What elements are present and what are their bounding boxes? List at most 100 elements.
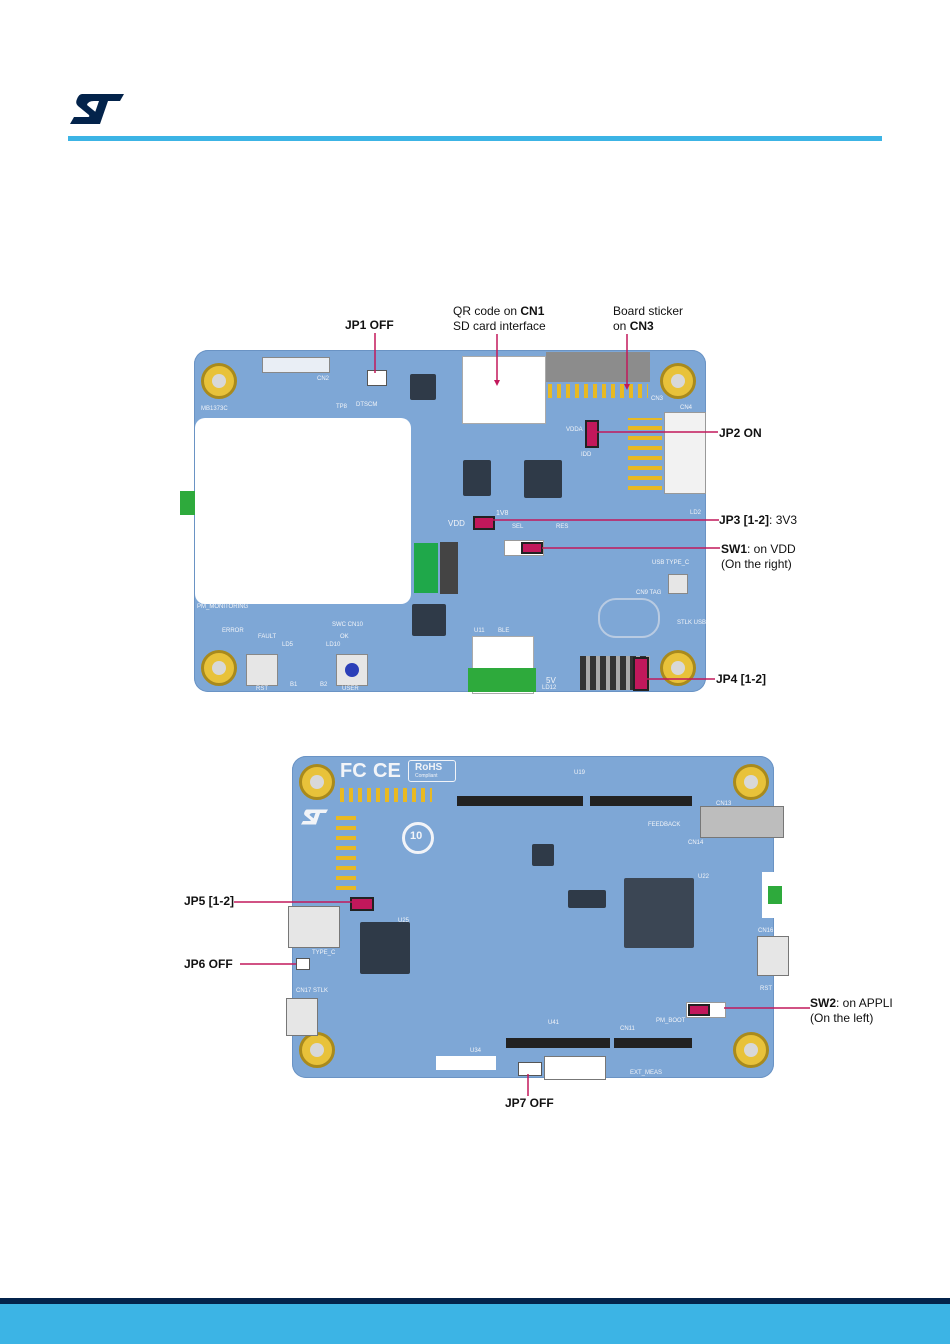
silk-ce: CE [373,760,401,782]
bottom-hole-br [733,1032,769,1068]
silk-res: RES [556,524,569,530]
callout-jp5: JP5 [1-2] [184,894,235,908]
bottom-chip-u22 [624,878,694,948]
silk-cn10: SWC CN10 [332,622,364,628]
bottom-header-bottom-1 [506,1038,610,1048]
silk-cn11: CN11 [620,1026,635,1032]
jp6-header [296,958,310,970]
bottom-white-label [436,1056,496,1070]
top-user-button [336,654,368,686]
silk-u19: U19 [574,770,586,776]
bottom-cn13-connector [700,806,784,838]
silk-u41: U41 [548,1020,560,1026]
top-hole-br [660,650,696,686]
silk-cn16: CN16 [758,928,774,934]
top-stlk-connector [668,574,688,594]
silk-tp8: TP8 [336,404,348,410]
bottom-header-top-2 [590,796,692,806]
top-chip-u1 [410,374,436,400]
silk-vdd: VDD [448,519,465,528]
leader-jp7 [527,1074,529,1096]
rohs-badge: RoHS Compliant [408,760,456,782]
top-board-lcd-area [195,418,411,604]
bottom-hole-bl [299,1032,335,1068]
silk-pm-boot: PM_BOOT [656,1018,686,1024]
bottom-st-logo [300,808,330,831]
silk-compliant: Compliant [415,773,438,779]
silk-b2: B2 [320,682,328,688]
silk-ld2: LD2 [690,510,702,516]
silk-error: ERROR [222,628,244,634]
header-divider [68,136,882,141]
bottom-cn16-connector [757,936,789,976]
silk-ld12: LD12 [542,685,557,691]
sw2-switch [686,1002,726,1018]
bottom-cn17-connector [286,998,318,1036]
jp2-jumper [585,420,599,448]
top-cn3-header [546,352,650,382]
silk-5v: 5V [546,676,556,685]
silk-rst: RST [760,986,772,992]
leader-sticker [624,334,630,390]
callout-jp6: JP6 OFF [184,957,233,971]
silk-rst: RST [256,686,268,692]
silk-cn9-tag: CN9 TAG [636,590,662,596]
callout-jp3: JP3 [1-2]: 3V3 [719,513,798,527]
silk-cn2: CN2 [317,376,330,382]
callout-jp1: JP1 OFF [345,318,394,332]
silk-idd: IDD [581,452,592,458]
silk-cn3: CN3 [651,396,664,402]
silk-pm-monitoring: PM_MONITORING [197,604,249,610]
leader-qr [494,334,500,386]
leader-jp1 [374,333,376,373]
bottom-header-bottom-2 [614,1038,692,1048]
jp4-jumper [633,657,649,691]
bottom-hole-tl [299,764,335,800]
silk-cn13: CN13 [716,801,732,807]
leader-jp5 [234,901,352,903]
bottom-chip-u19 [532,844,554,866]
top-sd-card [462,356,546,424]
silk-user: USER [342,686,359,692]
leader-jp3 [491,519,719,521]
silk-type-c: TYPE_C [312,950,336,956]
top-cn7-socket [440,542,458,594]
silk-cn17: CN17 STLK [296,988,329,994]
top-chip-u10 [412,604,446,636]
bottom-header-left-col [336,814,356,890]
silk-ext-meas: EXT_MEAS [630,1070,663,1076]
top-board-green-tab [180,491,195,515]
leader-sw2 [724,1007,810,1009]
bottom-white-connector [544,1056,606,1080]
leader-sw1 [542,547,720,549]
top-cn3-pins [548,384,648,398]
silk-fault: FAULT [258,634,277,640]
top-cn7-connector [414,543,438,593]
silk-ld5: LD5 [282,642,294,648]
leader-jp2 [596,431,718,433]
silk-dtscm: DTSCM [356,402,378,408]
top-cn9-tag [598,598,660,638]
silk-b1: B1 [290,682,298,688]
silk-cn4: CN4 [680,405,693,411]
bottom-chip-u34 [568,890,606,908]
top-rst-button [246,654,278,686]
jp7-header [518,1062,542,1076]
ten-year-badge: 10 [402,822,434,854]
silk-mb1373c: MB1373C [201,406,228,412]
bottom-hole-tr [733,764,769,800]
top-cn4-pins [628,418,662,490]
silk-ten: 10 [410,830,423,842]
leader-jp6 [240,963,296,965]
st-logo [68,92,128,126]
leader-jp4 [645,678,715,680]
top-chip-u7 [524,460,562,498]
silk-u22: U22 [698,874,710,880]
top-hole-tr [660,363,696,399]
silk-u11: U11 [474,628,485,634]
silk-stlk-usb: STLK USB [677,620,707,626]
silk-fc: FC [340,760,367,782]
jp1-header [367,370,387,386]
callout-jp4: JP4 [1-2] [716,672,767,686]
callout-jp2: JP2 ON [719,426,762,440]
